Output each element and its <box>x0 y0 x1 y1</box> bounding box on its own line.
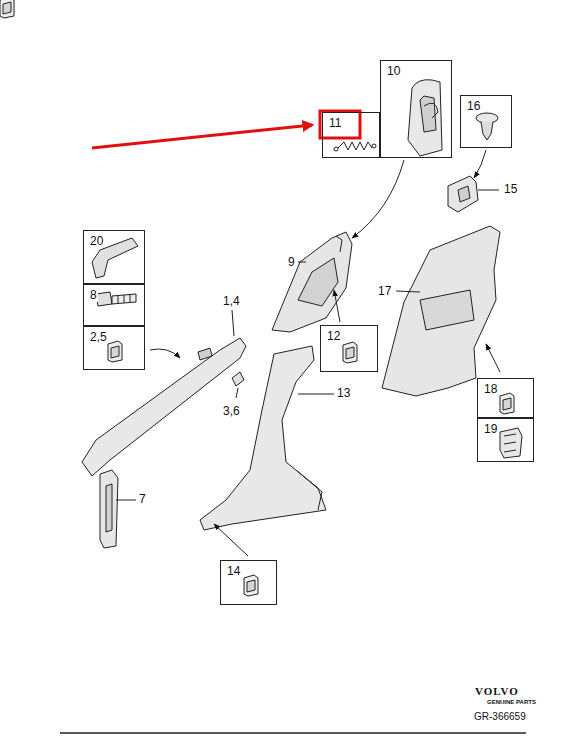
callout-number: 15 <box>503 183 518 196</box>
callout-box: 18 <box>477 378 534 418</box>
brand-logo: VOLVO <box>474 685 520 697</box>
callout-number: 19 <box>483 423 498 436</box>
callout-number: 1,4 <box>222 295 241 308</box>
callout-box: 2,5 <box>83 326 145 370</box>
callout-number: 2,5 <box>89 331 108 344</box>
callout-box: 10 <box>380 60 452 158</box>
callout-box: 20 <box>83 230 145 284</box>
callout-box: 16 <box>460 95 512 148</box>
brand-subtitle: GENUINE PARTS <box>486 699 537 706</box>
callout-number: 14 <box>226 565 241 578</box>
callout-number: 8 <box>89 289 98 302</box>
callout-number: 10 <box>386 65 401 78</box>
callout-number: 20 <box>89 235 104 248</box>
callout-box: 14 <box>220 560 277 605</box>
callout-number: 16 <box>466 100 481 113</box>
callout-number: 13 <box>336 387 351 400</box>
callout-box: 8 <box>83 284 145 326</box>
callout-number: 17 <box>377 285 392 298</box>
callout-number: 12 <box>326 330 341 343</box>
callout-number: 18 <box>483 383 498 396</box>
callout-box: 11 <box>322 112 380 158</box>
callout-number: 9 <box>287 256 296 269</box>
callout-number: 3,6 <box>222 405 241 418</box>
callout-box: 12 <box>320 325 378 372</box>
drawing-number: GR-366659 <box>473 711 527 722</box>
callout-number: 11 <box>328 117 342 130</box>
callout-box: 19 <box>477 418 534 462</box>
callout-number: 7 <box>138 493 147 506</box>
